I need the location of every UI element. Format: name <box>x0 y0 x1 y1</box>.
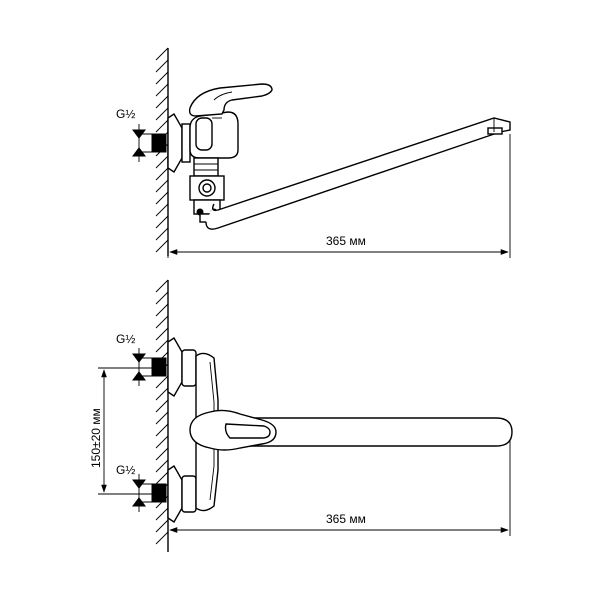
front-spacing-dimension <box>98 367 152 495</box>
front-width-label: 365 мм <box>326 512 366 526</box>
front-upper-inlet <box>132 337 197 397</box>
front-spout <box>235 417 513 447</box>
top-thread-label: G½ <box>116 107 135 121</box>
front-lower-inlet <box>132 465 197 523</box>
top-view: G½ <box>116 47 511 258</box>
front-lower-thread-label: G½ <box>116 463 135 477</box>
top-width-label: 365 мм <box>326 234 366 248</box>
front-wall-hatching <box>155 279 169 552</box>
front-spacing-label: 150±20 мм <box>89 408 103 468</box>
top-mixer-body <box>189 111 239 159</box>
front-upper-thread-label: G½ <box>116 332 135 346</box>
top-lever-handle <box>188 83 273 117</box>
front-width-dimension <box>167 440 511 536</box>
front-view: G½ G½ <box>89 279 513 552</box>
top-width-dimension <box>167 134 511 258</box>
top-eccentric-flange <box>167 113 191 173</box>
top-spout <box>205 117 511 230</box>
top-inlet-connection <box>132 124 167 162</box>
front-lever-handle <box>189 409 277 451</box>
